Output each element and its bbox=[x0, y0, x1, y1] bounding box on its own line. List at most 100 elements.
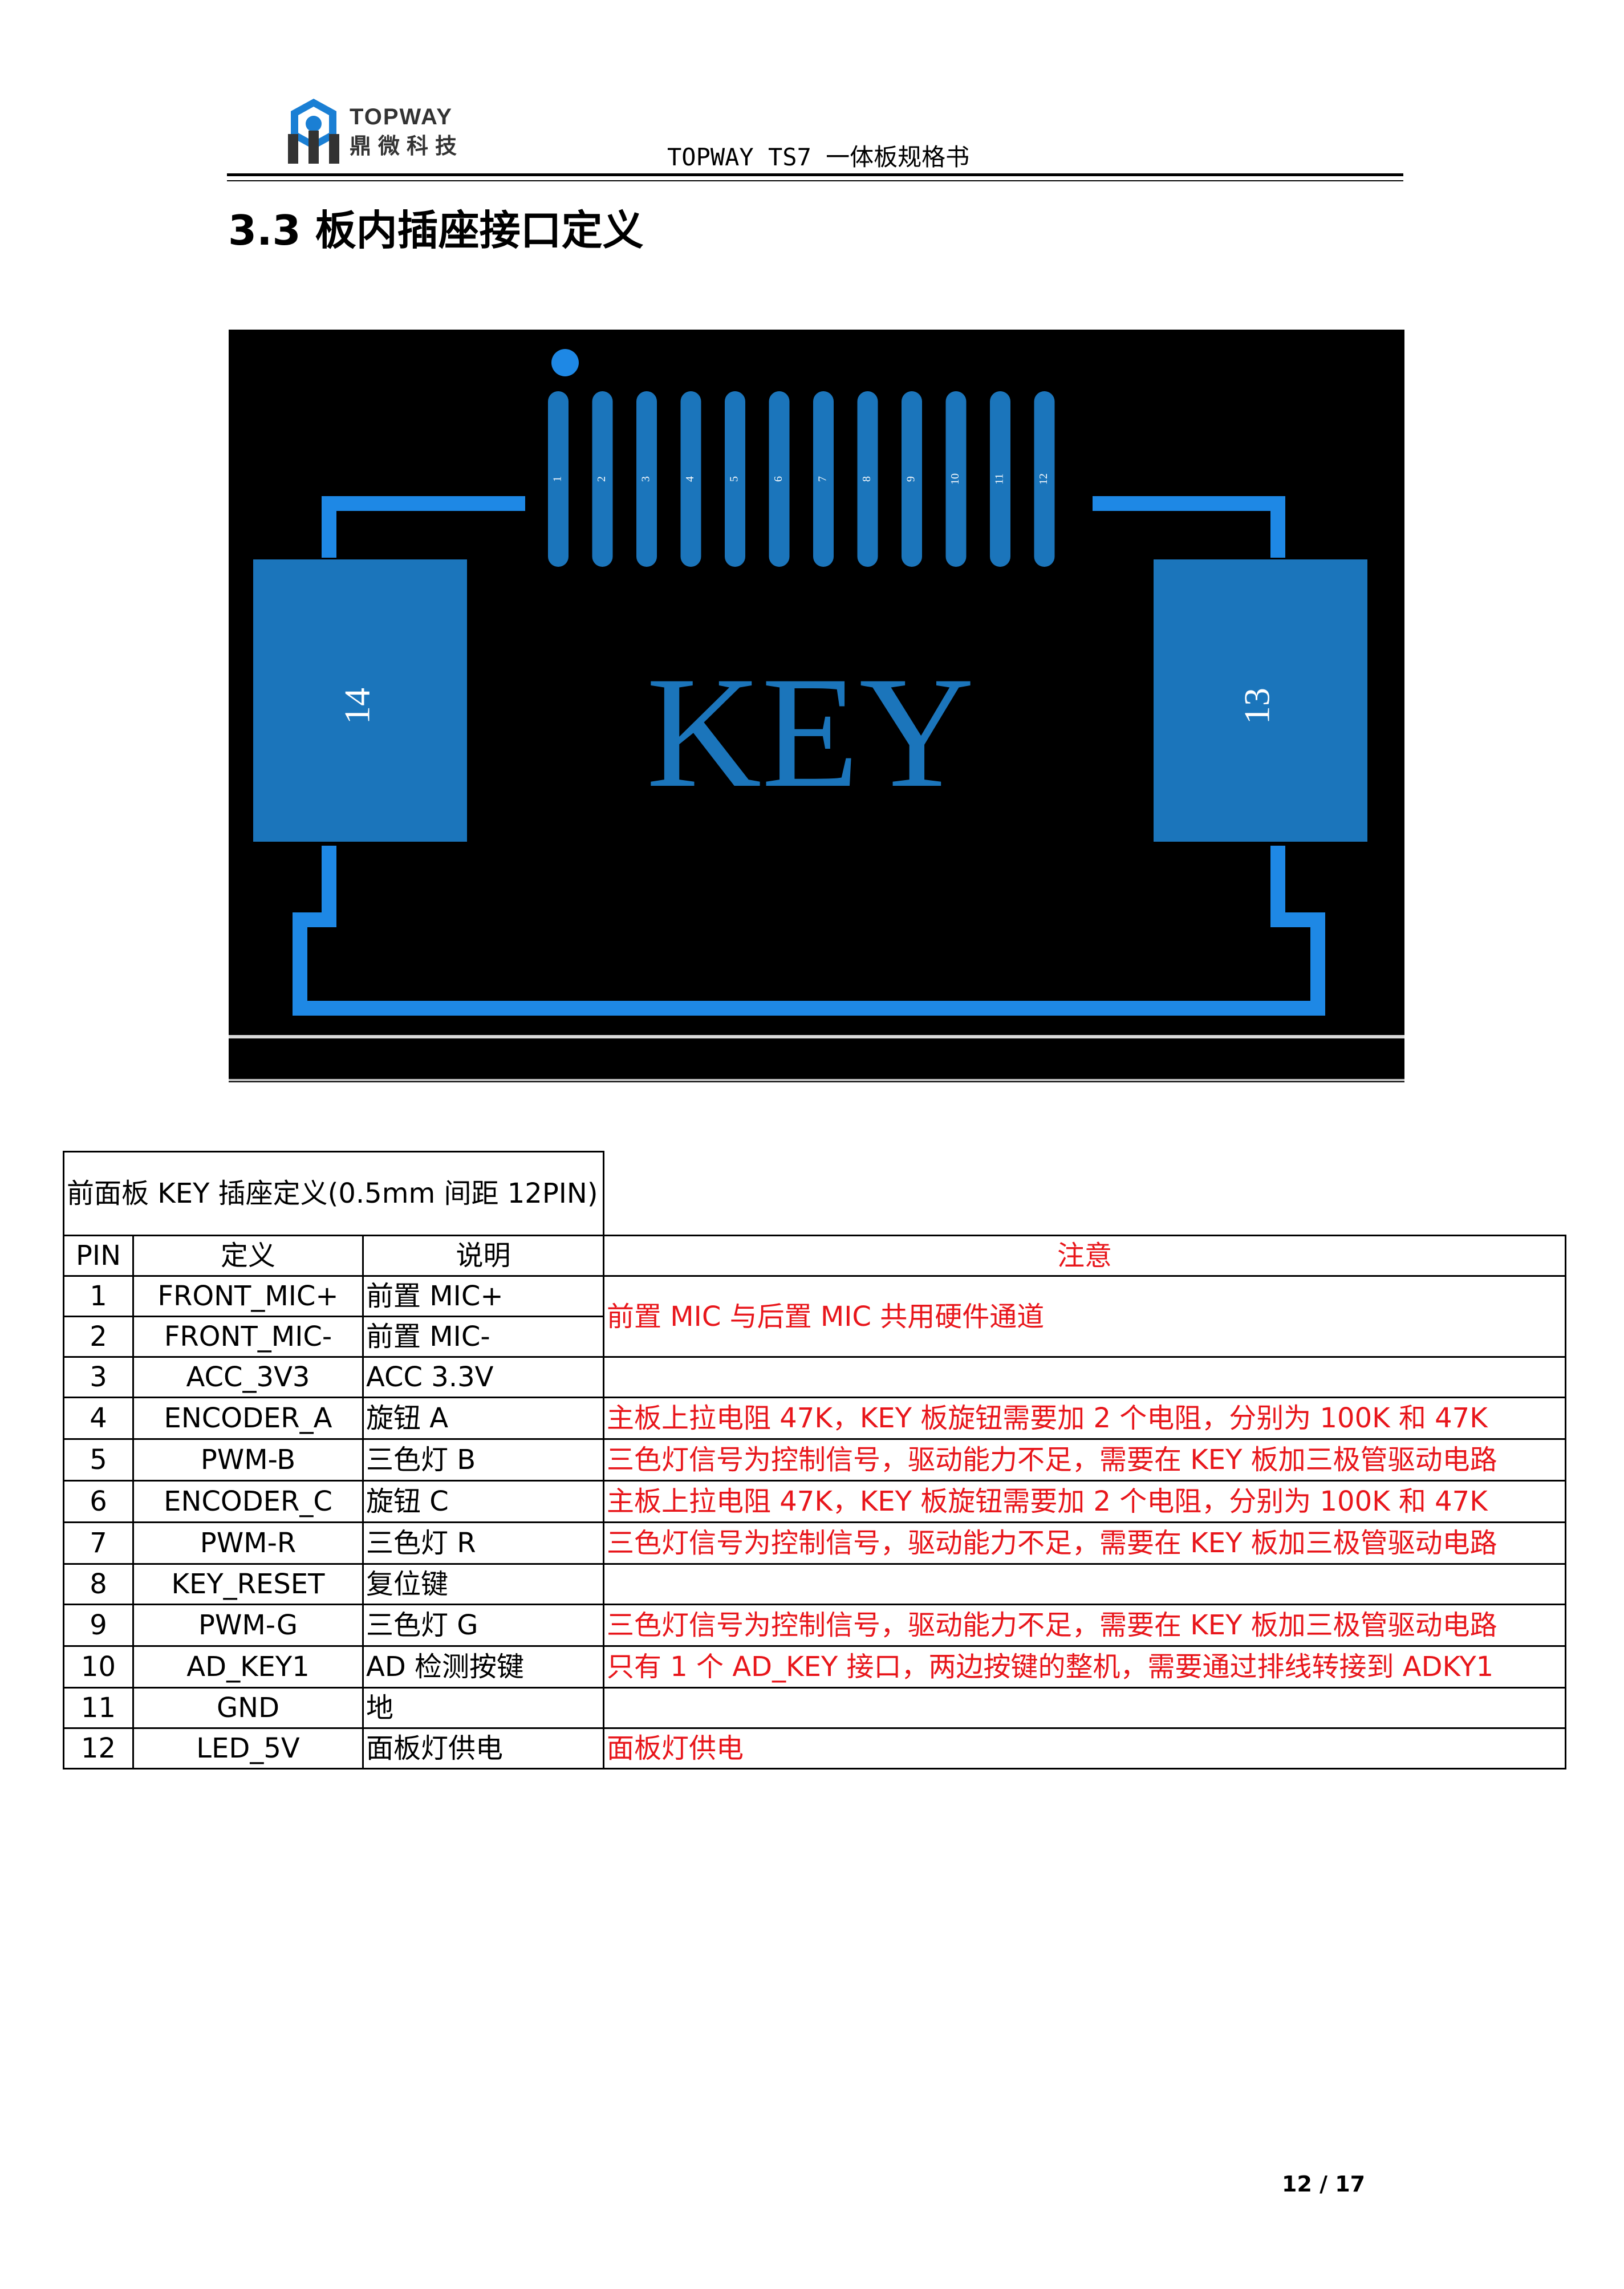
definition-cell: GND bbox=[132, 1687, 364, 1729]
connector-pin-label: 8 bbox=[860, 476, 873, 482]
logo-english-text: TOPWAY bbox=[350, 104, 453, 129]
header-description: 说明 bbox=[362, 1235, 604, 1277]
connector-pin-label: 1 bbox=[551, 476, 564, 482]
description-cell: 前置 MIC+ bbox=[362, 1275, 604, 1317]
note-cell: 面板灯供电 bbox=[603, 1727, 1566, 1769]
note-cell: 三色灯信号为控制信号，驱动能力不足，需要在 KEY 板加三极管驱动电路 bbox=[603, 1438, 1566, 1482]
page-number: 12 / 17 bbox=[1282, 2172, 1366, 2197]
pad-13 bbox=[1154, 559, 1367, 842]
definition-cell: FRONT_MIC- bbox=[132, 1316, 364, 1358]
board-outline-trace bbox=[293, 496, 1325, 1016]
description-cell: 前置 MIC- bbox=[362, 1316, 604, 1358]
note-cell: 主板上拉电阻 47K，KEY 板旋钮需要加 2 个电阻，分别为 100K 和 4… bbox=[603, 1480, 1566, 1523]
note-cell bbox=[603, 1687, 1566, 1729]
header-note: 注意 bbox=[603, 1235, 1566, 1277]
description-cell: 旋钮 A bbox=[362, 1397, 604, 1440]
connector-pin bbox=[857, 391, 878, 567]
connector-pin-label: 2 bbox=[595, 476, 608, 482]
definition-cell: KEY_RESET bbox=[132, 1563, 364, 1605]
connector-pin bbox=[990, 391, 1010, 567]
note-cell: 主板上拉电阻 47K，KEY 板旋钮需要加 2 个电阻，分别为 100K 和 4… bbox=[603, 1397, 1566, 1440]
pin-cell: 10 bbox=[63, 1645, 134, 1689]
connector-pin-label: 5 bbox=[728, 476, 741, 482]
pin-cell: 2 bbox=[63, 1316, 134, 1358]
connector-pin bbox=[636, 391, 657, 567]
connector-pin bbox=[548, 391, 569, 567]
table-header-row: PIN 定义 说明 注意 bbox=[63, 1235, 1566, 1277]
caption-spacer bbox=[604, 1152, 1566, 1236]
description-cell: 面板灯供电 bbox=[362, 1727, 604, 1769]
connector-pin bbox=[813, 391, 834, 567]
definition-cell: PWM-B bbox=[132, 1438, 364, 1482]
pin-cell: 1 bbox=[63, 1275, 134, 1317]
description-cell: 地 bbox=[362, 1687, 604, 1729]
document-title: TOPWAY TS7 一体板规格书 bbox=[667, 143, 970, 171]
note-cell bbox=[603, 1356, 1566, 1398]
connector-pin bbox=[1034, 391, 1055, 567]
pad-14 bbox=[253, 559, 467, 842]
note-cell: 三色灯信号为控制信号，驱动能力不足，需要在 KEY 板加三极管驱动电路 bbox=[603, 1521, 1566, 1565]
connector-pin-label: 6 bbox=[772, 476, 785, 482]
description-cell: ACC 3.3V bbox=[362, 1356, 604, 1398]
connector-pin bbox=[769, 391, 790, 567]
pin-cell: 8 bbox=[63, 1563, 134, 1605]
connector-pin-label: 7 bbox=[817, 476, 829, 482]
pin-cell: 7 bbox=[63, 1521, 134, 1565]
pin-cell: 4 bbox=[63, 1397, 134, 1440]
pin-cell: 11 bbox=[63, 1687, 134, 1729]
connector-pin-label: 12 bbox=[1037, 473, 1050, 485]
pad-13-label: 13 bbox=[1237, 688, 1277, 724]
company-logo: TOPWAY 鼎微科技 bbox=[282, 94, 470, 168]
definition-cell: FRONT_MIC+ bbox=[132, 1275, 364, 1317]
definition-cell: LED_5V bbox=[132, 1727, 364, 1769]
pin-cell: 9 bbox=[63, 1604, 134, 1647]
connector-pin-label: 10 bbox=[949, 473, 961, 485]
description-cell: 旋钮 C bbox=[362, 1480, 604, 1523]
definition-cell: ENCODER_C bbox=[132, 1480, 364, 1523]
key-pin-definition-table: 前面板 KEY 插座定义(0.5mm 间距 12PIN) PIN 定义 说明 注… bbox=[63, 1151, 1566, 1769]
note-cell: 只有 1 个 AD_KEY 接口，两边按键的整机，需要通过排线转接到 ADKY1 bbox=[603, 1645, 1566, 1689]
header-definition: 定义 bbox=[132, 1235, 364, 1277]
connector-pin bbox=[945, 391, 967, 567]
section-title: 3.3 板内插座接口定义 bbox=[228, 206, 644, 254]
definition-cell: AD_KEY1 bbox=[132, 1645, 364, 1689]
description-cell: 三色灯 B bbox=[362, 1438, 604, 1482]
header-rule-thin bbox=[227, 180, 1403, 181]
description-cell: 三色灯 R bbox=[362, 1521, 604, 1565]
connector-pin bbox=[902, 391, 922, 567]
header-pin: PIN bbox=[63, 1235, 134, 1277]
table-caption: 前面板 KEY 插座定义(0.5mm 间距 12PIN) bbox=[63, 1151, 604, 1236]
definition-cell: PWM-R bbox=[132, 1521, 364, 1565]
description-cell: AD 检测按键 bbox=[362, 1645, 604, 1689]
definition-cell: ENCODER_A bbox=[132, 1397, 364, 1440]
connector-pin bbox=[680, 391, 701, 567]
topway-logo-icon bbox=[288, 99, 339, 164]
description-cell: 三色灯 G bbox=[362, 1604, 604, 1647]
definition-cell: PWM-G bbox=[132, 1604, 364, 1647]
pin1-marker-icon bbox=[551, 349, 579, 376]
note-cell bbox=[603, 1563, 1566, 1605]
connector-pin bbox=[725, 391, 745, 567]
pin-cell: 3 bbox=[63, 1356, 134, 1398]
key-board-label: KEY bbox=[646, 643, 974, 821]
connector-pin-label: 4 bbox=[684, 476, 696, 482]
pad-14-label: 14 bbox=[337, 688, 377, 724]
connector-pin-label: 11 bbox=[993, 473, 1006, 484]
logo-chinese-text: 鼎微科技 bbox=[350, 133, 464, 159]
header-rule bbox=[227, 173, 1403, 176]
connector-pin bbox=[592, 391, 613, 567]
pin-cell: 12 bbox=[63, 1727, 134, 1769]
